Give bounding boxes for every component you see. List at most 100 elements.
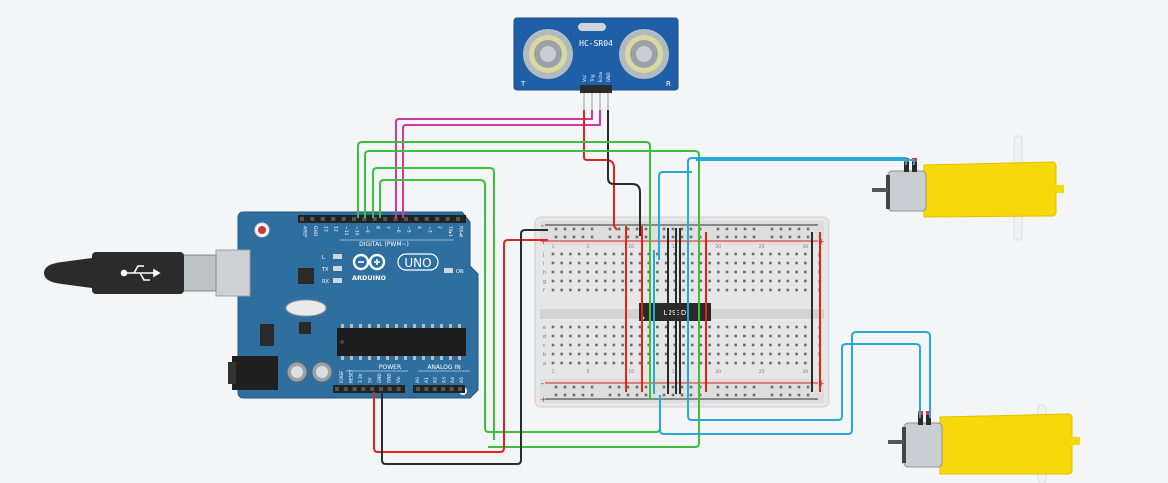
rail-hole[interactable] (716, 227, 720, 231)
breadboard-hole[interactable] (664, 261, 668, 265)
breadboard-hole[interactable] (569, 361, 572, 365)
header-pin[interactable] (404, 217, 408, 221)
rail-hole[interactable] (617, 227, 621, 231)
breadboard-hole[interactable] (690, 361, 694, 365)
breadboard-hole[interactable] (725, 270, 729, 274)
breadboard-hole[interactable] (673, 343, 677, 347)
breadboard-hole[interactable] (595, 361, 598, 365)
breadboard-hole[interactable] (664, 334, 668, 338)
breadboard-hole[interactable] (656, 325, 659, 329)
rail-hole[interactable] (779, 227, 783, 231)
breadboard-hole[interactable] (638, 361, 642, 365)
breadboard-hole[interactable] (647, 270, 650, 274)
rail-hole[interactable] (644, 235, 648, 239)
rail-hole[interactable] (572, 227, 576, 231)
breadboard-hole[interactable] (743, 261, 746, 265)
breadboard-hole[interactable] (743, 352, 746, 356)
breadboard-hole[interactable] (734, 252, 737, 256)
breadboard-hole[interactable] (673, 270, 677, 274)
rail-hole[interactable] (581, 393, 585, 397)
breadboard-hole[interactable] (795, 279, 798, 283)
breadboard-hole[interactable] (682, 270, 685, 274)
rail-hole[interactable] (734, 393, 738, 397)
rail-hole[interactable] (626, 227, 630, 231)
breadboard-hole[interactable] (595, 252, 598, 256)
breadboard-hole[interactable] (673, 261, 677, 265)
header-pin[interactable] (432, 387, 437, 391)
breadboard-hole[interactable] (621, 261, 624, 265)
breadboard-hole[interactable] (690, 252, 694, 256)
breadboard-hole[interactable] (751, 334, 755, 338)
rail-hole[interactable] (644, 227, 648, 231)
breadboard-hole[interactable] (690, 288, 694, 292)
breadboard-hole[interactable] (586, 279, 590, 283)
breadboard-hole[interactable] (699, 261, 703, 265)
breadboard-hole[interactable] (656, 352, 659, 356)
breadboard-hole[interactable] (769, 352, 772, 356)
breadboard-hole[interactable] (577, 361, 581, 365)
breadboard-hole[interactable] (656, 252, 659, 256)
breadboard-hole[interactable] (804, 270, 807, 274)
rail-hole[interactable] (752, 385, 756, 389)
breadboard-hole[interactable] (786, 279, 790, 283)
breadboard-hole[interactable] (682, 343, 685, 347)
breadboard-hole[interactable] (656, 279, 659, 283)
breadboard-jumpers[interactable] (625, 226, 821, 394)
breadboard-hole[interactable] (804, 261, 807, 265)
rail-hole[interactable] (590, 227, 594, 231)
breadboard-hole[interactable] (717, 361, 720, 365)
rail-hole[interactable] (554, 227, 558, 231)
breadboard-hole[interactable] (630, 279, 633, 283)
breadboard-hole[interactable] (769, 261, 772, 265)
breadboard-hole[interactable] (603, 343, 607, 347)
breadboard-hole[interactable] (751, 343, 755, 347)
rail-hole[interactable] (626, 393, 630, 397)
breadboard-hole[interactable] (699, 252, 703, 256)
breadboard-hole[interactable] (769, 252, 772, 256)
breadboard-hole[interactable] (708, 361, 711, 365)
breadboard-hole[interactable] (638, 261, 642, 265)
breadboard-hole[interactable] (786, 325, 790, 329)
rail-hole[interactable] (671, 393, 675, 397)
breadboard-hole[interactable] (734, 270, 737, 274)
rail-hole[interactable] (680, 385, 684, 389)
breadboard-hole[interactable] (630, 325, 633, 329)
breadboard-hole[interactable] (786, 252, 790, 256)
breadboard-hole[interactable] (569, 279, 572, 283)
rail-hole[interactable] (806, 385, 810, 389)
breadboard-hole[interactable] (777, 334, 781, 338)
breadboard-hole[interactable] (760, 325, 764, 329)
rail-hole[interactable] (689, 227, 693, 231)
rail-hole[interactable] (581, 227, 585, 231)
rail-hole[interactable] (734, 385, 738, 389)
breadboard-hole[interactable] (682, 352, 685, 356)
breadboard-hole[interactable] (708, 334, 711, 338)
breadboard-hole[interactable] (569, 325, 572, 329)
rail-hole[interactable] (797, 227, 801, 231)
breadboard-hole[interactable] (664, 361, 668, 365)
rail-hole[interactable] (662, 393, 666, 397)
digital-header[interactable] (298, 215, 466, 223)
breadboard-hole[interactable] (577, 343, 581, 347)
rail-hole[interactable] (581, 235, 585, 239)
rail-hole[interactable] (662, 227, 666, 231)
breadboard-hole[interactable] (560, 261, 563, 265)
breadboard-hole[interactable] (751, 261, 755, 265)
breadboard-hole[interactable] (699, 352, 703, 356)
breadboard-hole[interactable] (577, 270, 581, 274)
wire-magenta-echo[interactable] (402, 110, 601, 218)
header-pin[interactable] (320, 217, 325, 221)
rail-hole[interactable] (626, 385, 630, 389)
breadboard-hole[interactable] (717, 270, 720, 274)
rail-hole[interactable] (725, 235, 729, 239)
breadboard-hole[interactable] (638, 252, 642, 256)
rail-hole[interactable] (590, 385, 594, 389)
wire-green-1[interactable] (357, 141, 651, 400)
breadboard-hole[interactable] (551, 279, 555, 283)
breadboard-hole[interactable] (586, 288, 590, 292)
breadboard-hole[interactable] (560, 325, 563, 329)
breadboard-hole[interactable] (577, 352, 581, 356)
breadboard-hole[interactable] (708, 352, 711, 356)
breadboard-hole[interactable] (743, 343, 746, 347)
rail-hole[interactable] (725, 393, 729, 397)
